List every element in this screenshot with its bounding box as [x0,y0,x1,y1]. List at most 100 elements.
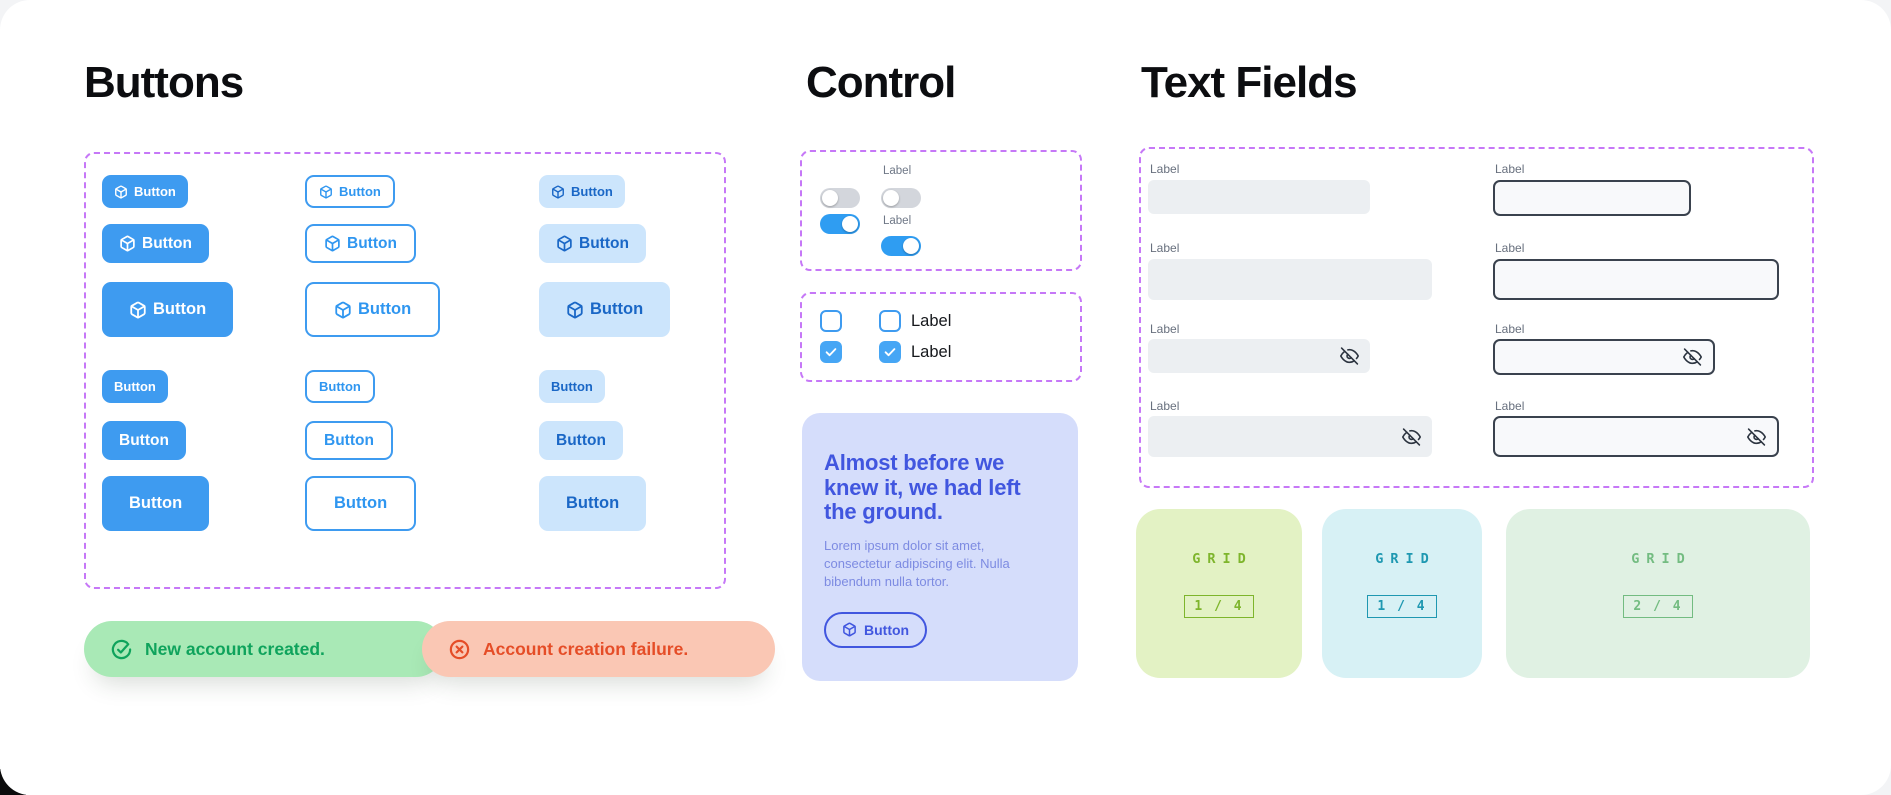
filled-medium-button[interactable]: Button [102,421,186,460]
labeled-toggle-switch-on[interactable] [881,236,921,256]
text-input[interactable] [1495,261,1823,298]
box-icon [566,301,584,319]
field-label: Label [1495,399,1525,413]
check-icon [824,345,838,359]
outlined-text-field-large [1493,259,1823,300]
switch-knob [903,238,919,254]
promo-card: Almost before we knew it, we had left th… [802,413,1078,681]
grid-card-3: GRID 2 / 4 [1506,509,1810,678]
checkbox-label: Label [911,343,952,361]
promo-card-button[interactable]: Button [824,611,928,648]
tonal-small-button[interactable]: Button [539,370,605,403]
button-label: Button [864,621,910,638]
outlined-password-field-small [1493,339,1759,375]
text-fields-section-title: Text Fields [1141,58,1358,107]
field-label: Label [1150,399,1180,413]
grid-card-2: GRID 1 / 4 [1322,509,1482,678]
outline-medium-icon-button[interactable]: Button [305,224,416,263]
button-label: Button [334,494,388,512]
filled-small-icon-button[interactable]: Button [102,175,188,208]
field-label: Label [1495,162,1525,176]
button-label: Button [119,431,169,449]
box-icon [334,301,352,319]
button-label: Button [339,184,381,199]
password-input[interactable] [1495,341,1759,373]
switches-panel: Label Label [800,150,1082,271]
success-toast: New account created. [84,621,444,677]
switch-knob [822,190,838,206]
box-icon [842,622,857,637]
button-label: Button [358,300,412,318]
checkboxes-panel: Label Label [800,292,1082,382]
field-label: Label [1150,241,1180,255]
labeled-checkbox-unchecked[interactable] [879,310,901,332]
grid-card-title: GRID [1375,551,1436,567]
check-circle-icon [110,638,133,661]
filled-medium-icon-button[interactable]: Button [102,224,209,263]
button-label: Button [324,431,374,449]
toggle-switch-on[interactable] [820,214,860,234]
error-toast-text: Account creation failure. [483,638,689,659]
labeled-toggle-switch-off[interactable] [881,188,921,208]
filled-password-field-large [1148,416,1478,457]
filled-password-field-small [1148,339,1416,373]
box-icon [324,235,341,252]
password-input[interactable] [1148,339,1416,373]
outlined-text-field-small [1493,180,1735,216]
buttons-showcase-panel: Button Button Button Button Button Bu [84,152,726,589]
outline-large-icon-button[interactable]: Button [305,282,441,337]
button-label: Button [129,494,183,512]
grid-card-fraction-chip: 1 / 4 [1184,595,1254,618]
button-label: Button [114,379,156,394]
checkbox-checked[interactable] [820,341,842,363]
button-label: Button [319,379,361,394]
checkbox-label: Label [911,312,952,330]
text-input[interactable] [1495,182,1735,214]
grid-card-fraction-chip: 2 / 4 [1623,595,1693,618]
tonal-large-icon-button[interactable]: Button [539,282,671,337]
button-label: Button [551,379,593,394]
grid-card-title: GRID [1631,551,1692,567]
checkbox-unchecked[interactable] [820,310,842,332]
labeled-checkbox-checked[interactable] [879,341,901,363]
text-input[interactable] [1148,180,1416,214]
tonal-medium-button[interactable]: Button [539,421,623,460]
button-label: Button [566,494,620,512]
field-label: Label [1150,322,1180,336]
filled-text-field-large [1148,259,1478,300]
password-input[interactable] [1148,416,1478,457]
promo-card-body: Lorem ipsum dolor sit amet, consectetur … [824,537,1010,589]
button-label: Button [153,300,207,318]
switch-label: Label [883,165,912,177]
eye-off-icon[interactable] [1747,427,1766,446]
toggle-switch-off[interactable] [820,188,860,208]
filled-text-field-small [1148,180,1416,214]
tonal-medium-icon-button[interactable]: Button [539,224,646,263]
eye-off-icon[interactable] [1683,348,1702,367]
tonal-large-button[interactable]: Button [539,476,647,531]
filled-large-icon-button[interactable]: Button [102,282,234,337]
error-toast: Account creation failure. [422,621,775,677]
outline-large-button[interactable]: Button [305,476,417,531]
eye-off-icon[interactable] [1402,427,1421,446]
outline-medium-button[interactable]: Button [305,421,393,460]
text-input[interactable] [1148,259,1478,300]
password-input[interactable] [1495,418,1823,455]
switch-knob [842,216,858,232]
tonal-small-icon-button[interactable]: Button [539,175,625,208]
button-label: Button [142,234,192,252]
button-label: Button [579,234,629,252]
filled-small-button[interactable]: Button [102,370,168,403]
field-label: Label [1150,162,1180,176]
button-label: Button [556,431,606,449]
switch-label: Label [883,215,912,227]
field-label: Label [1495,322,1525,336]
outline-small-button[interactable]: Button [305,370,375,403]
eye-off-icon[interactable] [1340,347,1359,366]
outline-small-icon-button[interactable]: Button [305,175,395,208]
text-fields-panel: Label Label Label Label Label [1139,147,1823,488]
grid-card-fraction-chip: 1 / 4 [1367,595,1437,618]
filled-large-button[interactable]: Button [102,476,210,531]
